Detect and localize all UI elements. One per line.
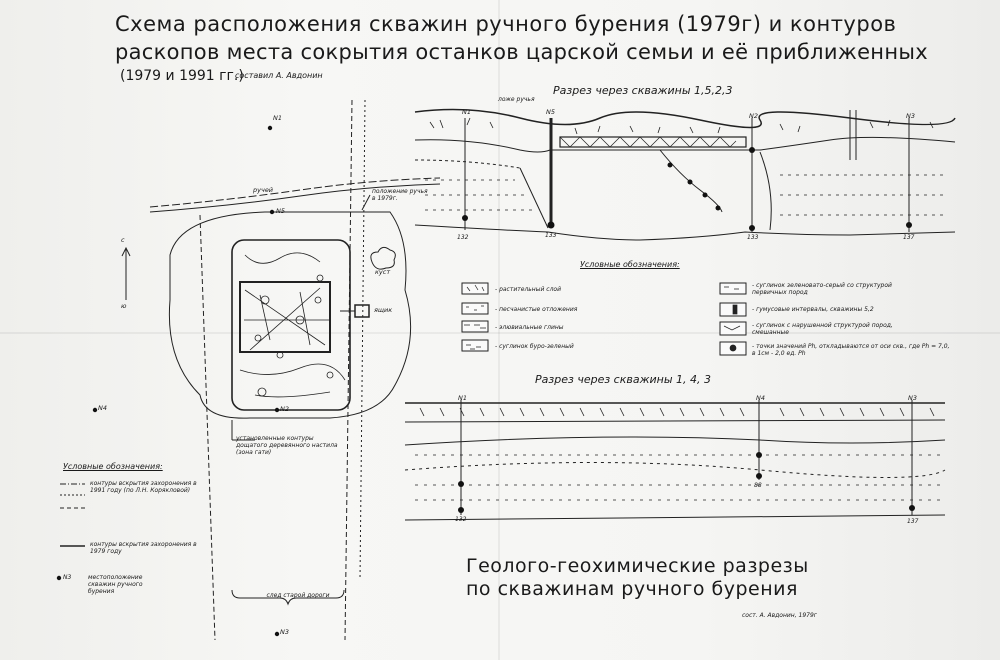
section-legend-item-8: - точки значений Ph, откладываются от ос…	[752, 343, 950, 357]
section-1-depth-2: 133	[545, 232, 557, 239]
footer-title-line-1: Геолого-геохимические разрезы	[466, 555, 809, 577]
box-icon	[354, 304, 370, 318]
fold-line-vertical	[498, 0, 500, 660]
plan-legend-item-1: контуры вскрытия захоронения в 1991 году…	[90, 480, 197, 494]
north-label: с	[121, 236, 125, 244]
section-2-drawing	[404, 400, 946, 521]
section-1-streambed: ложе ручья	[498, 96, 535, 103]
section-2-depth-1: 132	[455, 516, 467, 523]
plan-legend-well-code: N3	[63, 574, 72, 581]
old-road-label: след старой дороги	[266, 592, 330, 599]
section-1-depth-1: 132	[457, 234, 469, 241]
south-label: ю	[121, 302, 127, 310]
section-legend-item-3: - элювиальные глины	[495, 324, 564, 331]
plan-well-n4-label: N4	[98, 404, 107, 412]
road-edge-left	[199, 214, 216, 641]
stream-line-2	[149, 183, 441, 213]
page-title-line-2: раскопов места сокрытия останков царской…	[115, 40, 928, 64]
box-label: ящик	[374, 306, 393, 314]
plan-well-n5-label: N5	[276, 207, 285, 215]
section-1-points	[462, 147, 912, 231]
section-2-well-n4: N4	[756, 394, 765, 402]
section-1-title: Разрез через скважины 1,5,2,3	[553, 84, 733, 97]
section-2-title: Разрез через скважины 1, 4, 3	[535, 373, 712, 386]
plan-well-n2-label: N2	[280, 405, 289, 413]
section-legend-title: Условные обозначения:	[580, 260, 680, 269]
page-title-line-1: Схема расположения скважин ручного бурен…	[115, 12, 897, 36]
stream-line	[149, 177, 441, 208]
burial-pit-outline	[231, 239, 351, 411]
bush-icon	[370, 246, 396, 270]
section-1-well-n1: N1	[462, 108, 471, 116]
plan-well-n1-label: N1	[273, 114, 282, 122]
bush-label: куст	[375, 268, 391, 276]
plan-wells	[56, 125, 280, 637]
road-trace-bracket	[231, 589, 345, 606]
section-legend-item-2: - песчанистые отложения	[495, 306, 578, 313]
section-2-well-n3: N3	[908, 394, 917, 402]
fold-line-horizontal	[0, 332, 1000, 334]
burial-pit-core	[239, 281, 331, 353]
section-legend-item-7: - суглинок с нарушенной структурой пород…	[752, 322, 893, 336]
plan-legend-item-3: местоположение скважин ручного бурения	[88, 574, 143, 595]
section-1-well-n3: N3	[906, 112, 915, 120]
plan-legend-item-2: контуры вскрытия захоронения в 1979 году	[90, 541, 197, 555]
remains-hatching	[239, 252, 346, 398]
excavation-outer-contour	[168, 211, 412, 419]
footer-compiled-by: сост. А. Авдонин, 1979г	[742, 612, 817, 619]
road-edge-right-2	[359, 99, 366, 581]
footer-title-line-2: по скважинам ручного бурения	[466, 578, 798, 600]
section-legend-item-5: - суглинок зеленовато-серый со структуро…	[752, 282, 892, 296]
section-1-well-n5: N5	[546, 108, 555, 116]
plan-well-n3-label: N3	[280, 628, 289, 636]
road-edge-right	[344, 99, 353, 641]
wooden-floor-label: установленные контуры дощатого деревянно…	[236, 435, 338, 456]
section-2-well-n1: N1	[458, 394, 467, 402]
section-legend-item-6: - гумусовые интервалы, скважины 5,2	[752, 306, 874, 313]
plan-legend-lines	[60, 483, 85, 547]
section-1-depth-4: 137	[903, 234, 915, 241]
stream-label: ручей	[253, 186, 274, 194]
compiled-by: составил А. Авдонин	[235, 71, 323, 80]
section-legend-item-1: - растительный слой	[495, 286, 561, 293]
section-2-depth-3: 137	[907, 518, 919, 525]
section-legend-swatches	[461, 282, 747, 356]
page-title-line-3: (1979 и 1991 гг.)	[120, 68, 244, 84]
section-2-points	[458, 452, 915, 513]
section-1-well-n2: N2	[749, 112, 758, 120]
section-2-depth-2: 88	[754, 482, 762, 489]
plan-map	[121, 99, 441, 641]
section-1-depth-3: 133	[747, 234, 759, 241]
stream-1979-label: положение ручья в 1979г.	[372, 188, 428, 202]
plan-legend-title: Условные обозначения:	[63, 462, 163, 471]
section-1-drawing	[414, 108, 956, 241]
section-legend-item-4: - суглинок буро-зеленый	[495, 343, 574, 350]
